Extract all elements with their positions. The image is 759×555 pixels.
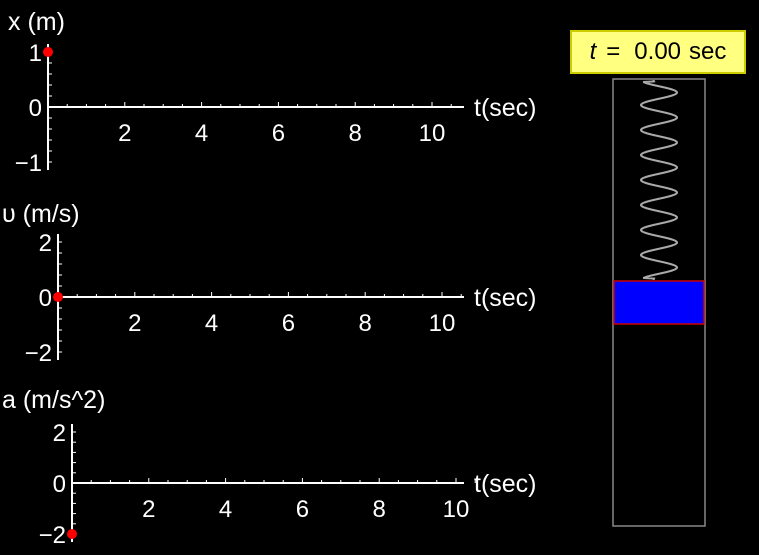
x-tick-label: 10 [419,120,446,147]
x-tick-label: 2 [142,496,155,523]
y-tick-label: 0 [53,471,66,498]
x-tick-label: 10 [443,496,470,523]
x-tick-label: 6 [282,310,295,337]
y-tick-label: −2 [39,522,66,549]
y-axis-label: x (m) [8,8,65,36]
y-tick-label: 0 [39,285,52,312]
x-tick-label: 2 [118,120,131,147]
time-value: 0.00 [634,38,682,65]
y-axis-label: υ (m/s) [2,200,80,228]
y-tick-label: −2 [25,340,52,367]
x-tick-label: 6 [272,120,285,147]
x-tick-label: 10 [429,310,456,337]
time-variable: t [589,38,597,65]
x-tick-label: 6 [296,496,309,523]
spring-coil [639,80,679,280]
x-tick-label: 4 [219,496,232,523]
spring-mass-animation [612,78,706,527]
y-tick-label: 2 [39,230,52,257]
y-axis-label: a (m/s^2) [2,386,105,414]
x-tick-label: 8 [349,120,362,147]
plot-2: 2 4 6 8 10 2 0 −2 υ (m/s) t(sec) [2,200,537,367]
mass-block [613,280,705,325]
data-point [67,529,77,539]
y-tick-label: 1 [29,40,42,67]
x-tick-label: 8 [373,496,386,523]
y-tick-label: 2 [53,420,66,447]
x-axis-label: t(sec) [474,284,537,312]
time-unit: sec [689,38,727,65]
data-point [53,292,63,302]
x-tick-label: 4 [205,310,218,337]
time-badge: t = 0.00 sec [570,30,746,74]
x-axis-label: t(sec) [474,94,537,122]
spring-frame [612,78,706,527]
data-point [43,47,53,57]
y-tick-label: −1 [15,150,42,177]
y-tick-label: 0 [29,95,42,122]
x-tick-label: 4 [195,120,208,147]
time-equals: = [606,38,621,65]
x-tick-label: 2 [128,310,141,337]
plot-3: 2 4 6 8 10 2 0 −2 a (m/s^2) t(sec) [2,386,537,549]
x-axis-label: t(sec) [474,470,537,498]
x-tick-label: 8 [359,310,372,337]
